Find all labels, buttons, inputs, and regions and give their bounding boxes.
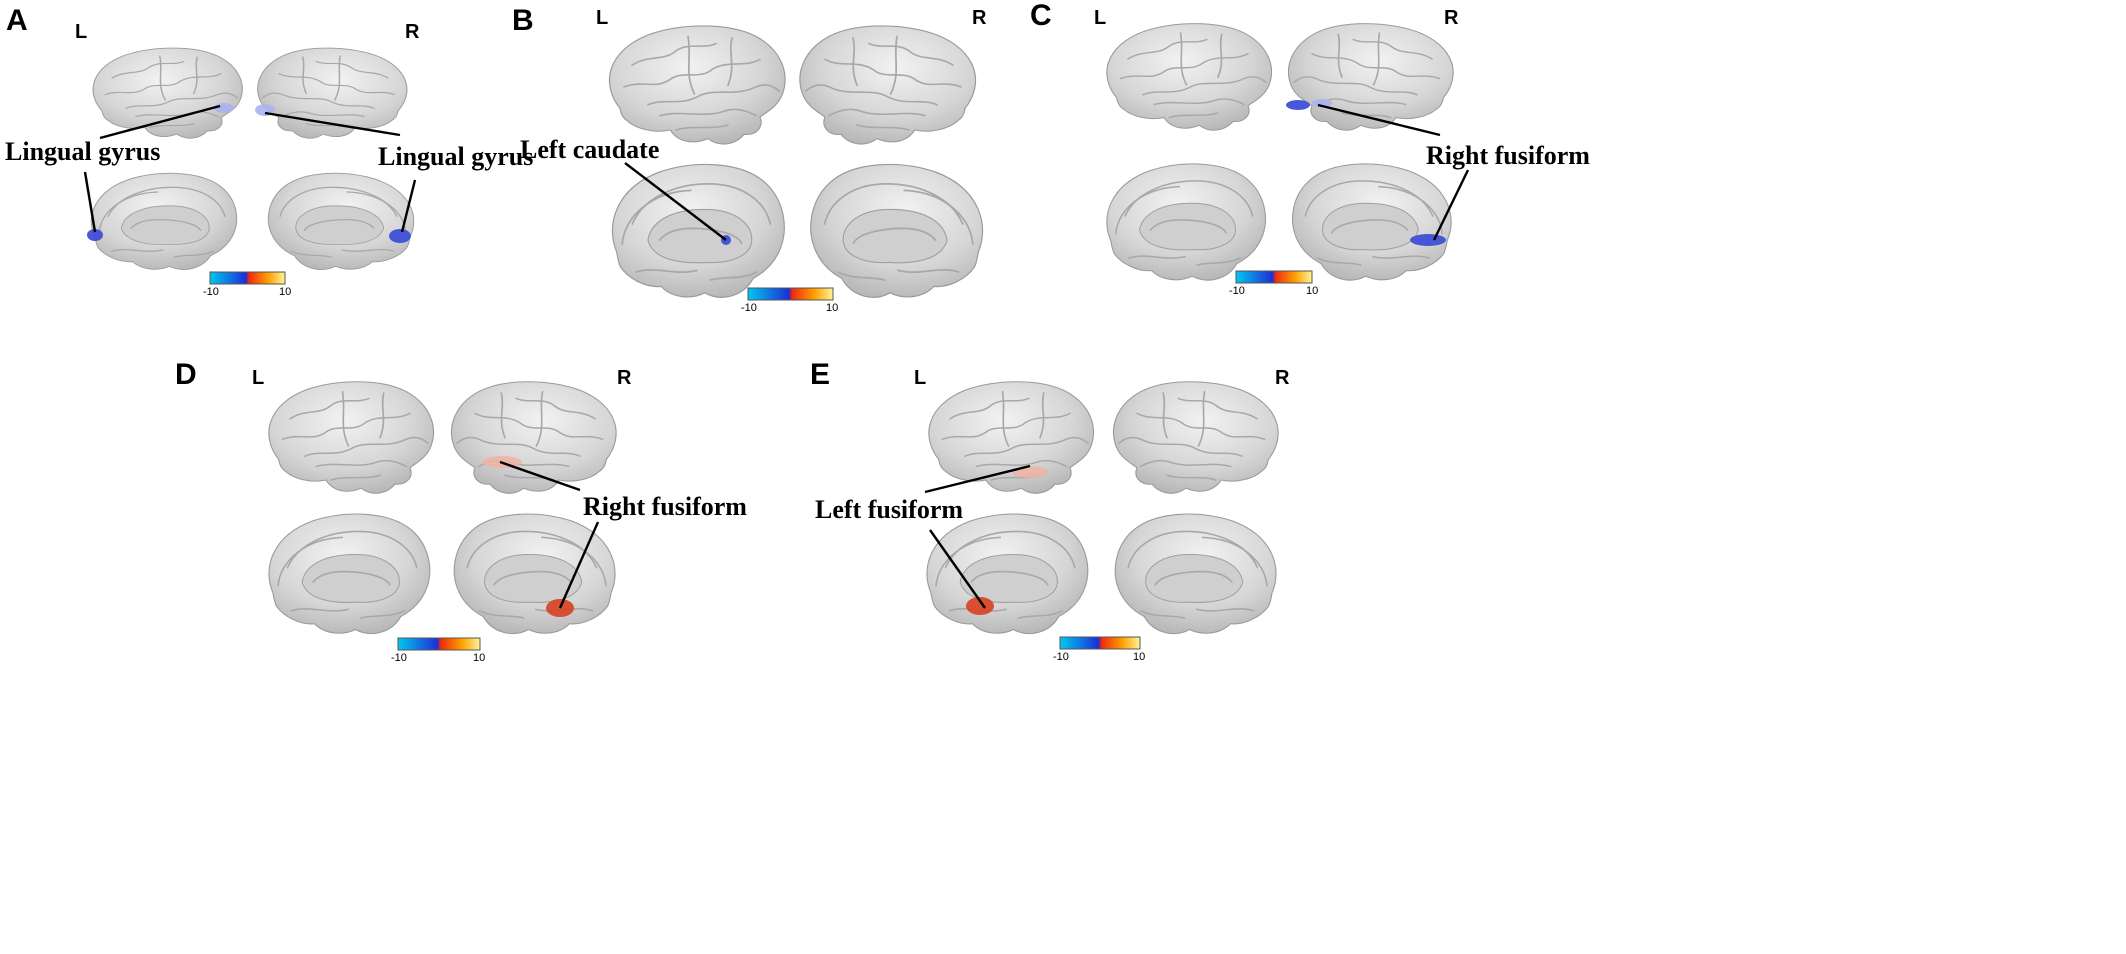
left-hemisphere-label: L — [75, 21, 87, 43]
activation-blob — [966, 597, 994, 615]
colorbar-gradient — [747, 287, 834, 301]
activation-blob — [87, 229, 103, 241]
brain-medial-left — [90, 172, 238, 271]
left-hemisphere-label: L — [596, 7, 608, 29]
region-label-lingual-gyrus-right: Lingual gyrus — [378, 142, 533, 171]
right-hemisphere-label: R — [972, 7, 987, 29]
brain-lateral-right — [450, 380, 617, 495]
leader-line — [83, 171, 97, 233]
left-hemisphere-label: L — [252, 367, 264, 389]
brain-lateral-left — [608, 25, 786, 145]
brain-medial-right — [1291, 163, 1452, 281]
region-label-right-fusiform: Right fusiform — [1426, 141, 1590, 170]
colorbar-min-label: -10 — [203, 286, 219, 298]
colorbar-min-label: -10 — [741, 302, 757, 314]
colorbar-gradient — [1059, 636, 1141, 650]
leader-line — [1317, 103, 1441, 137]
leader-line — [558, 521, 600, 609]
panel-C: C L R Right fusiform -10 10 — [1030, 0, 1590, 297]
brain-lateral-left — [928, 380, 1095, 495]
leader-line — [499, 460, 581, 492]
left-hemisphere-label: L — [914, 367, 926, 389]
panel-label: B — [512, 4, 534, 37]
activation-blob — [1410, 234, 1446, 246]
leader-line — [264, 111, 401, 137]
brain-medial-right — [809, 163, 984, 299]
brain-medial-right — [267, 172, 415, 271]
panel-label: A — [6, 4, 28, 37]
colorbar-max-label: 10 — [1306, 285, 1318, 297]
region-label-left-fusiform: Left fusiform — [815, 495, 963, 524]
brain-lateral-left — [268, 380, 435, 495]
colorbar-gradient — [1235, 270, 1313, 284]
panel-E: E L R Left fusiform -10 10 — [810, 358, 1290, 663]
left-hemisphere-label: L — [1094, 7, 1106, 29]
brain-medial-left — [1106, 163, 1267, 281]
colorbar-min-label: -10 — [1053, 651, 1069, 663]
brain-medial-left — [611, 163, 786, 299]
colorbar-min-label: -10 — [391, 652, 407, 664]
colorbar-max-label: 10 — [826, 302, 838, 314]
panel-B: B L R Left caudate -10 10 — [512, 4, 987, 314]
brain-lateral-right — [1287, 22, 1454, 132]
leader-line — [400, 179, 417, 233]
activation-blob — [1286, 100, 1310, 110]
brain-medial-left — [926, 513, 1089, 635]
brain-lateral-left — [1106, 22, 1273, 132]
activation-blob — [1012, 466, 1048, 478]
brain-medial-right — [1114, 513, 1277, 635]
right-hemisphere-label: R — [617, 367, 632, 389]
panel-A: A L R Lingual gyrus Lingual gyrus -10 10 — [5, 4, 533, 298]
colorbar-gradient — [209, 271, 286, 285]
colorbar-min-label: -10 — [1229, 285, 1245, 297]
region-label-right-fusiform: Right fusiform — [583, 492, 747, 521]
colorbar: -10 10 — [203, 271, 291, 298]
leader-line — [624, 162, 727, 241]
leader-line — [924, 464, 1031, 494]
leader-line — [99, 104, 221, 140]
panel-label: D — [175, 358, 197, 391]
panel-label: C — [1030, 0, 1052, 32]
right-hemisphere-label: R — [1444, 7, 1459, 29]
colorbar-gradient — [397, 637, 481, 651]
colorbar: -10 10 — [391, 637, 485, 664]
colorbar-max-label: 10 — [279, 286, 291, 298]
brain-lateral-right — [799, 25, 977, 145]
panel-D: D L R Right fusiform -10 10 — [175, 358, 747, 664]
panel-label: E — [810, 358, 830, 391]
colorbar: -10 10 — [741, 287, 838, 314]
leader-line — [1432, 169, 1470, 241]
brain-medial-left — [268, 513, 431, 635]
colorbar: -10 10 — [1053, 636, 1145, 663]
right-hemisphere-label: R — [1275, 367, 1290, 389]
brain-lateral-right — [1112, 380, 1279, 495]
activation-blob — [1312, 99, 1332, 107]
colorbar-max-label: 10 — [473, 652, 485, 664]
brain-medial-right — [453, 513, 616, 635]
activation-blob — [389, 229, 411, 243]
colorbar: -10 10 — [1229, 270, 1318, 297]
region-label-left-caudate: Left caudate — [520, 135, 659, 164]
leader-line — [929, 529, 986, 609]
region-label-lingual-gyrus-left: Lingual gyrus — [5, 137, 160, 166]
brain-lateral-left — [92, 47, 244, 139]
colorbar-max-label: 10 — [1133, 651, 1145, 663]
right-hemisphere-label: R — [405, 21, 420, 43]
